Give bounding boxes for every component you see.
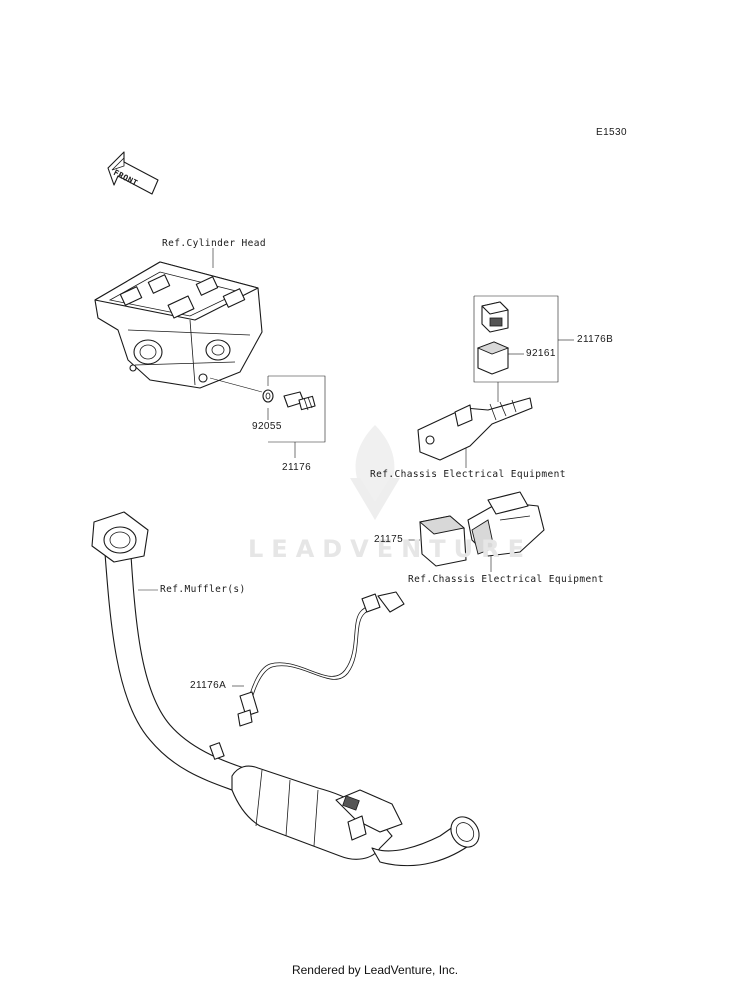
label-21175: 21175 bbox=[374, 534, 404, 545]
label-chassis-electrical-1: Ref.Chassis Electrical Equipment bbox=[370, 469, 566, 480]
connector-21176b bbox=[481, 301, 509, 333]
label-92161: 92161 bbox=[526, 348, 556, 359]
watermark-text: LEADVENTURE bbox=[248, 535, 532, 563]
label-chassis-electrical-2: Ref.Chassis Electrical Equipment bbox=[408, 574, 604, 585]
clip-92161 bbox=[476, 341, 524, 375]
label-92055: 92055 bbox=[252, 421, 282, 432]
front-arrow-icon bbox=[107, 151, 159, 195]
sensor-housing bbox=[467, 491, 545, 572]
sensor-21175 bbox=[408, 515, 467, 567]
watermark-logo bbox=[350, 425, 400, 520]
footer-credit: Rendered by LeadVenture, Inc. bbox=[291, 963, 459, 977]
exhaust-pipe bbox=[91, 511, 480, 867]
temperature-switch-21176 bbox=[283, 391, 316, 411]
cylinder-head bbox=[94, 261, 263, 389]
oxygen-sensor-21176a bbox=[232, 591, 405, 727]
switch-group-frame bbox=[209, 375, 326, 458]
sensor-bracket bbox=[417, 397, 533, 468]
label-21176a: 21176A bbox=[190, 680, 227, 691]
sensor-b-group-frame bbox=[473, 295, 574, 402]
label-21176b: 21176B bbox=[577, 334, 614, 345]
label-muffler: Ref.Muffler(s) bbox=[160, 584, 246, 595]
label-cylinder-head: Ref.Cylinder Head bbox=[162, 238, 267, 249]
washer-92055 bbox=[262, 389, 274, 403]
label-21176: 21176 bbox=[282, 462, 312, 473]
diagram-code: E1530 bbox=[596, 127, 627, 138]
